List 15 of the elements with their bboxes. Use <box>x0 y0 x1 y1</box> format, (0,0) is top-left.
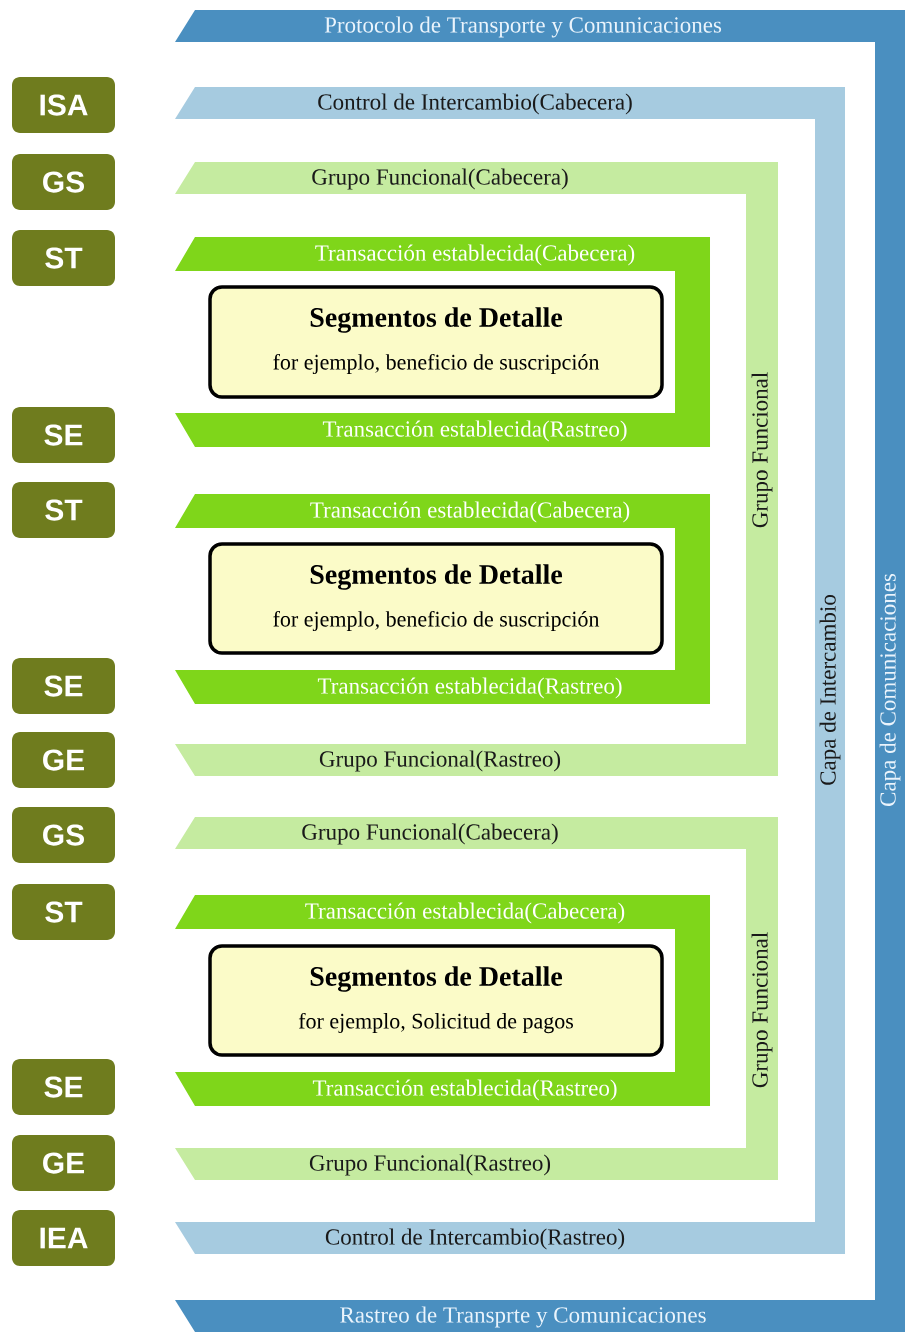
detail-box: Segmentos de Detalle for ejemplo, beneficio de suscripción <box>208 285 664 399</box>
segment-tag: ISA <box>12 77 115 133</box>
segment-tag: GE <box>12 1135 115 1191</box>
segment-tag: GE <box>12 732 115 788</box>
segment-tag: SE <box>12 658 115 714</box>
segment-tag: SE <box>12 1059 115 1115</box>
segment-tag: SE <box>12 407 115 463</box>
segment-tag: IEA <box>12 1210 115 1266</box>
segment-tag: ST <box>12 230 115 286</box>
segment-tag: GS <box>12 807 115 863</box>
segment-tag: GS <box>12 154 115 210</box>
detail-box: Segmentos de Detalle for ejemplo, beneficio de suscripción <box>208 542 664 655</box>
detail-box: Segmentos de Detalle for ejemplo, Solicitud de pagos <box>208 944 664 1057</box>
segment-tag: ST <box>12 482 115 538</box>
segment-tag: ST <box>12 884 115 940</box>
